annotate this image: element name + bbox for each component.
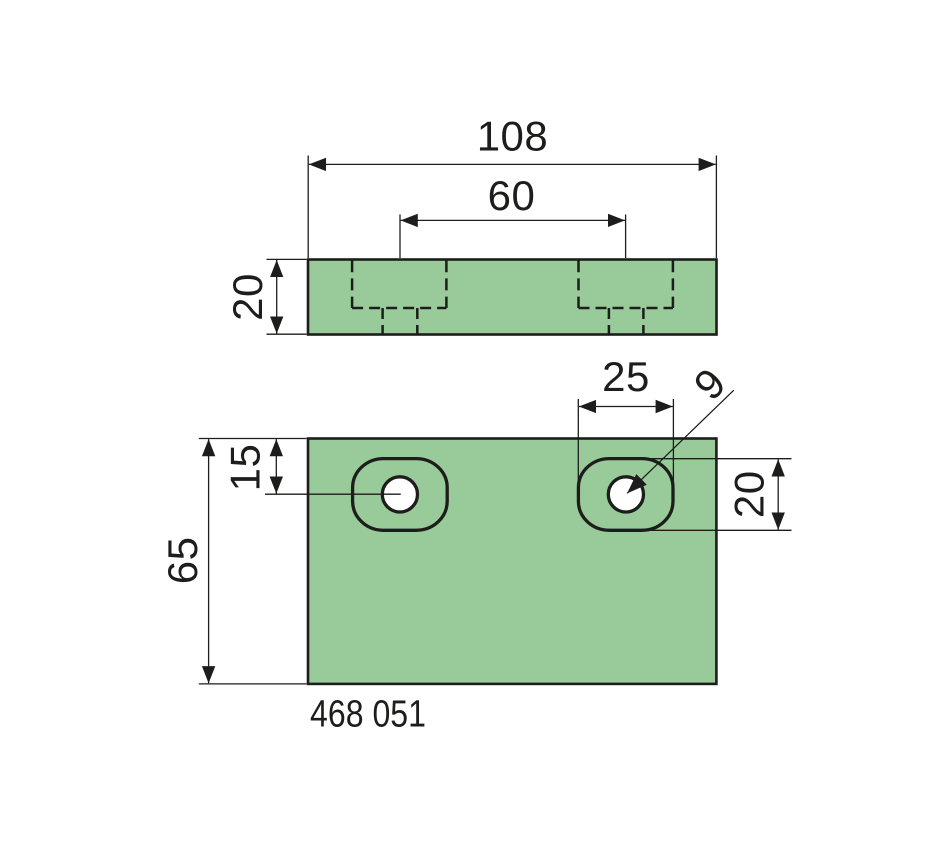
dim-65-lines: [198, 437, 307, 685]
dim-20-thickness-lines: [266, 258, 307, 335]
dim-108-lines: [307, 155, 718, 258]
dim-9-label: 9: [685, 359, 735, 409]
dim-108-label: 108: [477, 113, 549, 160]
dim-65-label: 65: [159, 537, 206, 585]
dim-20-slot-lines: [620, 458, 792, 531]
dim-15-label: 15: [222, 444, 269, 492]
dim-20-thickness-label: 20: [224, 273, 271, 321]
top-view-part-body: [306, 258, 718, 336]
front-view: 65 15 25 20 9: [159, 353, 792, 686]
dim-9-leader-line: [626, 389, 735, 494]
top-view: 108 60 20: [224, 113, 718, 336]
dim-60-label: 60: [488, 172, 536, 219]
front-view-part-body: [306, 437, 718, 686]
dim-60-lines: [399, 213, 627, 258]
part-number-label: 468 051: [310, 694, 426, 736]
top-view-hidden-lines-left-slot: [350, 260, 448, 334]
dim-25-lines: [577, 398, 675, 491]
dim-20-slot-label: 20: [726, 470, 773, 518]
dim-25-label: 25: [602, 353, 650, 400]
top-view-hidden-lines-right-slot: [577, 260, 675, 334]
